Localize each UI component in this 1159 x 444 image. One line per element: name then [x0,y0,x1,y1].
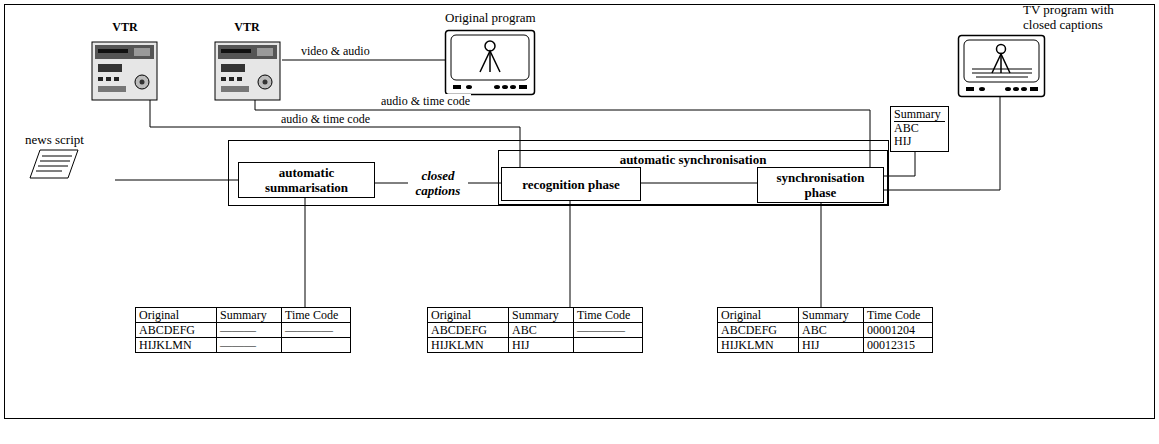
vtr-device [92,42,157,100]
table-cell: ABCDEFG [428,323,509,338]
vtr-device [215,42,280,100]
table-cell: HIJKLMN [718,338,799,353]
vtr-node: VTR [212,20,282,100]
process-box: automatic summarisation [238,162,375,198]
script-icon [30,150,78,178]
connector-line [641,183,757,184]
table-cell: Time Code [864,308,933,323]
script-node: news script [25,132,115,182]
process-box: synchronisation phase [757,167,884,203]
table-cell: 00001204 [864,323,933,338]
table-cell: ———— [574,323,643,338]
node-label: TV program with closed captions [1023,2,1123,32]
table-cell: Original [718,308,799,323]
connector-line [305,198,306,307]
table-cell: HIJ [799,338,864,353]
table-cell: Time Code [574,308,643,323]
node-label: VTR [112,20,137,34]
node-label: recognition phase [522,177,620,192]
table-cell: Summary [894,108,945,122]
vtr-node: VTR [90,20,160,100]
node-label: news script [25,132,84,147]
data-table: OriginalSummaryTime CodeABCDEFG———————HI… [135,307,351,353]
table-cell: Summary [799,308,864,323]
data-table: OriginalSummaryTime CodeABCDEFGABC————HI… [427,307,643,353]
table-cell: ——— [217,323,282,338]
summary-table: SummaryABCHIJ [890,106,949,152]
table-cell: ——— [217,338,282,353]
group-box: automatic synchronisation recognition pha… [498,150,888,205]
monitor-node: TV program with closed captions [958,2,1123,97]
edge-label: video & audio [300,44,371,58]
monitor-node: Original program [445,10,560,95]
table-cell-empty [574,338,643,353]
figure-frame [5,5,1155,419]
node-label: synchronisation phase [762,170,879,200]
table-cell: Summary [509,308,574,323]
edge-label: audio & time code [280,112,371,126]
table-cell: ABC [509,323,574,338]
monitor-icon [446,31,535,95]
process-box: recognition phase [501,167,641,201]
connector-line [115,180,238,181]
data-table: OriginalSummaryTime CodeABCDEFGABC000012… [717,307,933,353]
node-label: Original program [445,10,536,25]
table-cell: Original [428,308,509,323]
tv-monitor-icon [959,36,1045,97]
system-outline [229,141,889,206]
table-cell: Time Code [282,308,351,323]
node-label: VTR [234,20,259,34]
table-cell: ABCDEFG [136,323,217,338]
connector-line [884,152,915,176]
table-cell: HIJ [894,135,911,148]
connector-line [255,100,870,167]
connector-line [821,203,822,307]
table-cell-empty [282,338,351,353]
node-label: automatic summarisation [243,165,370,195]
table-cell: HIJKLMN [428,338,509,353]
node-label: automatic synchronisation [499,152,887,167]
table-cell: HIJ [509,338,574,353]
table-cell: HIJKLMN [136,338,217,353]
table-cell: ABCDEFG [718,323,799,338]
table-cell: ABC [894,122,919,135]
table-cell: 00012315 [864,338,933,353]
edge-label: audio & time code [380,94,471,108]
connector-line [570,201,571,307]
table-cell: ———— [282,323,351,338]
table-cell: Original [136,308,217,323]
connector-line [282,60,445,61]
edge-label: closed captions [408,168,468,198]
table-cell: Summary [217,308,282,323]
table-cell: ABC [799,323,864,338]
connector-line [884,97,1000,190]
